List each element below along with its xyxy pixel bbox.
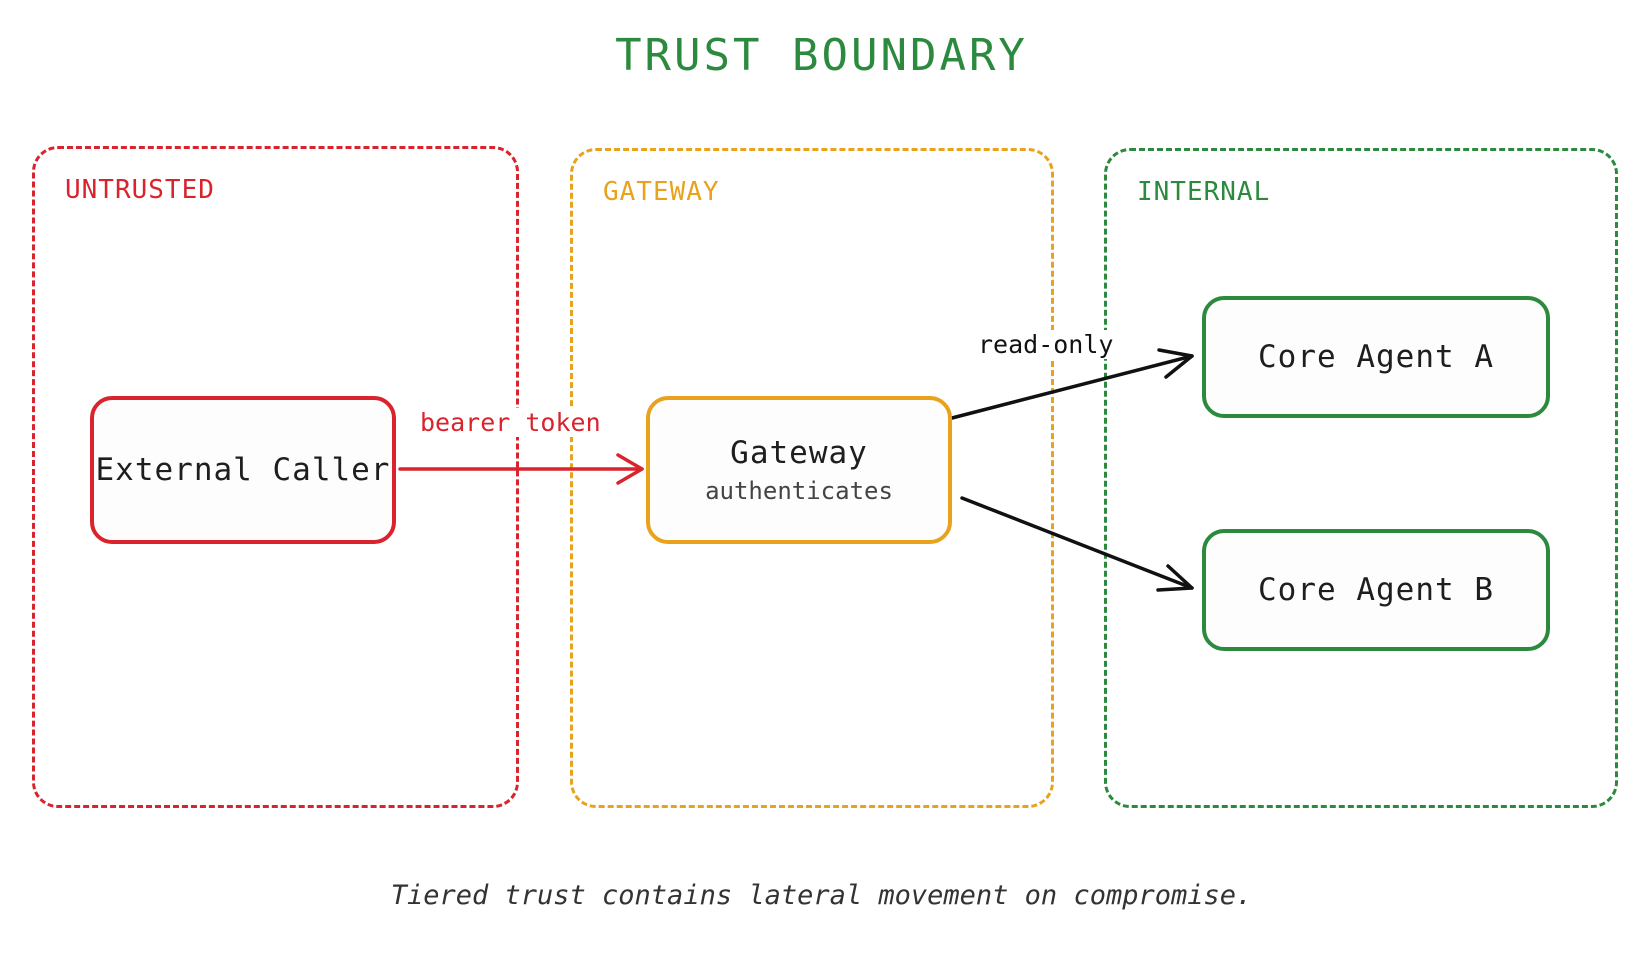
zone-internal-label: INTERNAL <box>1137 177 1271 207</box>
edge-label-bearer-token: bearer token <box>416 408 605 437</box>
node-gateway-sublabel: authenticates <box>705 477 893 505</box>
node-external-caller[interactable]: External Caller <box>90 396 396 544</box>
arrow-bearer-token <box>398 453 644 485</box>
node-core-agent-b-label: Core Agent B <box>1258 572 1494 608</box>
arrow-read-only <box>950 348 1194 420</box>
arrow-to-core-agent-b <box>960 496 1194 592</box>
node-core-agent-a[interactable]: Core Agent A <box>1202 296 1550 418</box>
zone-untrusted: UNTRUSTED <box>32 146 519 808</box>
node-gateway-label: Gateway <box>730 435 868 471</box>
node-gateway[interactable]: Gateway authenticates <box>646 396 952 544</box>
zone-gateway: GATEWAY <box>570 148 1054 808</box>
diagram-caption: Tiered trust contains lateral movement o… <box>390 880 1253 911</box>
zone-untrusted-label: UNTRUSTED <box>65 175 215 205</box>
diagram-title: TRUST BOUNDARY <box>615 30 1028 81</box>
zone-gateway-label: GATEWAY <box>603 177 720 207</box>
edge-label-read-only: read-only <box>974 330 1118 359</box>
node-core-agent-b[interactable]: Core Agent B <box>1202 529 1550 651</box>
node-external-caller-label: External Caller <box>95 452 391 488</box>
zone-internal: INTERNAL <box>1104 148 1618 808</box>
node-core-agent-a-label: Core Agent A <box>1258 339 1494 375</box>
